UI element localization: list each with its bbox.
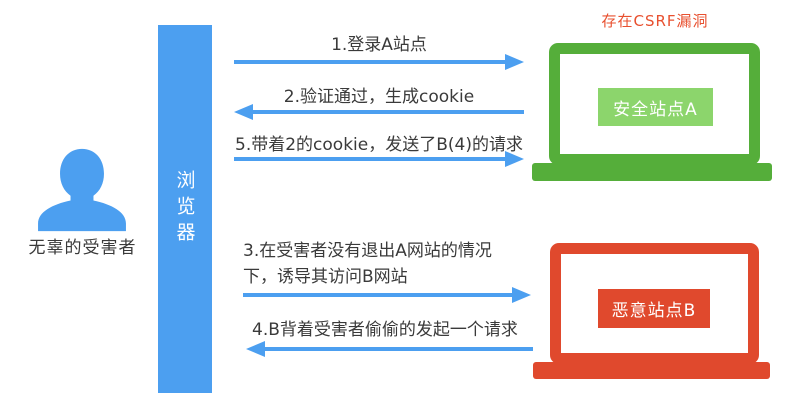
- message-5-request-label: 5.带着2的cookie，发送了B(4)的请求: [235, 135, 523, 155]
- csrf-vulnerability-note: 存在CSRF漏洞: [601, 12, 709, 30]
- message-3-line2: 下，诱导其访问B网站: [243, 267, 408, 287]
- arrow-shaft: [234, 157, 505, 161]
- arrow-2-cookie-left: [234, 104, 524, 120]
- arrowhead-left-icon: [246, 341, 265, 357]
- victim-label: 无辜的受害者: [28, 238, 137, 258]
- arrow-shaft: [234, 60, 505, 64]
- arrowhead-left-icon: [234, 104, 253, 120]
- arrowhead-right-icon: [505, 151, 524, 167]
- arrow-shaft: [265, 347, 533, 351]
- arrow-1-login-right: [234, 54, 524, 70]
- message-3-line1: 3.在受害者没有退出A网站的情况: [243, 241, 492, 261]
- browser-bar: 浏览器: [158, 25, 212, 393]
- site-a-laptop-base-icon: [532, 163, 772, 181]
- browser-label: 浏览器: [173, 170, 196, 248]
- arrow-5-request-right: [234, 151, 524, 167]
- site-b-laptop-screen-icon: [550, 243, 759, 364]
- message-4-sneaky-request-label: 4.B背着受害者偷偷的发起一个请求: [252, 320, 518, 340]
- arrowhead-right-icon: [505, 54, 524, 70]
- arrow-4-sneaky-left: [246, 341, 533, 357]
- message-1-login-label: 1.登录A站点: [331, 35, 427, 55]
- arrowhead-right-icon: [512, 287, 531, 303]
- site-b-label: 恶意站点B: [598, 289, 710, 328]
- site-a-label: 安全站点A: [598, 88, 713, 126]
- message-2-cookie-label: 2.验证通过，生成cookie: [283, 87, 475, 107]
- site-b-laptop-base-icon: [533, 362, 770, 379]
- arrow-shaft: [243, 293, 512, 297]
- arrow-shaft: [253, 110, 524, 114]
- message-3-lure-label: 3.在受害者没有退出A网站的情况 下，诱导其访问B网站: [243, 238, 553, 290]
- arrow-3-lure-right: [243, 287, 531, 303]
- victim-user-icon: [38, 148, 126, 232]
